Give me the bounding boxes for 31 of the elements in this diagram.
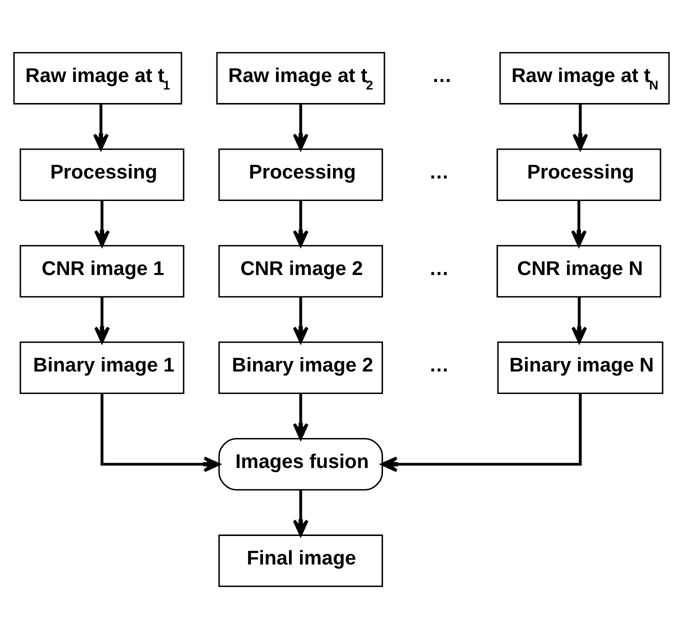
node-box: Raw image at t$_{1}$ bbox=[13, 52, 182, 104]
arrow bbox=[94, 297, 110, 344]
arrow bbox=[292, 394, 308, 440]
node-box: Processing bbox=[218, 148, 384, 201]
arrow bbox=[292, 104, 308, 150]
arrow bbox=[572, 104, 588, 150]
label: … bbox=[429, 258, 449, 280]
node-box: Binary image N bbox=[497, 342, 664, 394]
arrow bbox=[292, 200, 308, 247]
label: … bbox=[432, 65, 452, 88]
label: … bbox=[429, 162, 449, 184]
arrow bbox=[571, 297, 588, 344]
node-box: Raw image at t$_{N}$ bbox=[499, 52, 670, 104]
node-box: CNR image 2 bbox=[218, 244, 384, 298]
label: … bbox=[429, 354, 449, 377]
node-box: Processing bbox=[496, 148, 662, 201]
arrow bbox=[292, 490, 308, 536]
node-box: Images fusion bbox=[218, 438, 384, 491]
node-box: Raw image at t$_{2}$ bbox=[216, 52, 386, 104]
arrow bbox=[100, 394, 220, 472]
arrow bbox=[380, 394, 582, 472]
node-box: Binary image 2 bbox=[218, 342, 384, 394]
arrow bbox=[292, 297, 308, 344]
node-box: Final image bbox=[218, 534, 384, 588]
arrow bbox=[571, 200, 587, 247]
node-box: Processing bbox=[20, 148, 184, 201]
arrow bbox=[94, 200, 110, 247]
arrow bbox=[93, 104, 109, 150]
node-box: CNR image N bbox=[496, 244, 662, 298]
node-box: Binary image 1 bbox=[20, 342, 184, 394]
node-box: CNR image 1 bbox=[20, 244, 184, 298]
